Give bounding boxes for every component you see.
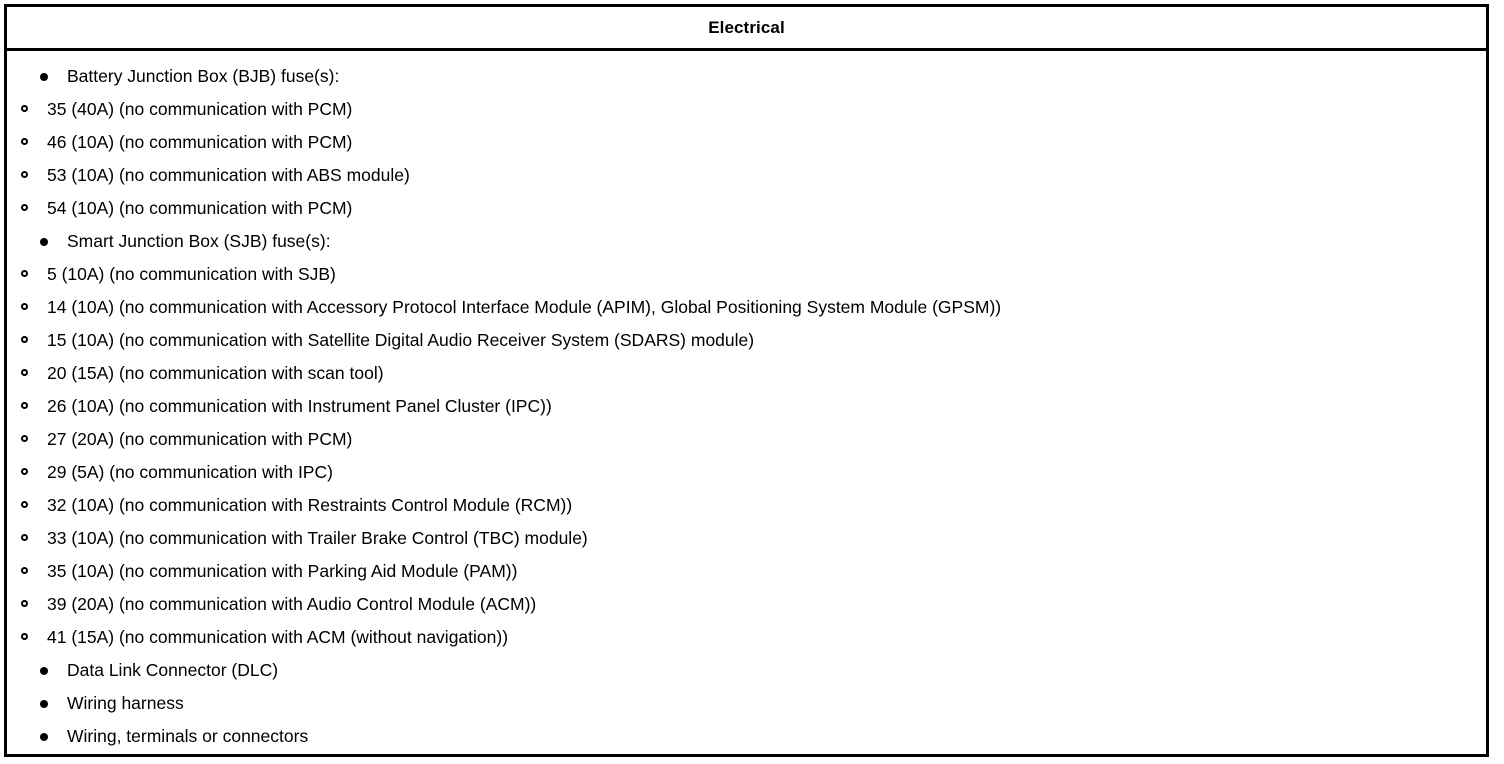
fuse-list-item: 33 (10A) (no communication with Trailer … bbox=[7, 522, 1486, 555]
list-item-label: Smart Junction Box (SJB) fuse(s): bbox=[67, 231, 331, 251]
fuse-sublist: 35 (40A) (no communication with PCM) 46 (… bbox=[7, 93, 1486, 225]
table-body: Battery Junction Box (BJB) fuse(s): 35 (4… bbox=[7, 51, 1486, 753]
list-item-label: Wiring harness bbox=[67, 693, 184, 713]
fuse-list-item: 46 (10A) (no communication with PCM) bbox=[7, 126, 1486, 159]
hollow-circle-bullet-icon bbox=[21, 501, 28, 508]
fuse-list-item-label: 32 (10A) (no communication with Restrain… bbox=[47, 495, 573, 515]
list-item-label: Battery Junction Box (BJB) fuse(s): bbox=[67, 66, 340, 86]
table-header-row: Electrical bbox=[7, 7, 1486, 51]
page-title: Electrical bbox=[708, 18, 785, 37]
fuse-list-item: 26 (10A) (no communication with Instrume… bbox=[7, 390, 1486, 423]
hollow-circle-bullet-icon bbox=[21, 567, 28, 574]
sublist-container: 5 (10A) (no communication with SJB) 14 (1… bbox=[7, 258, 1486, 654]
list-item: Wiring, terminals or connectors bbox=[7, 720, 1486, 753]
fuse-list-item-label: 54 (10A) (no communication with PCM) bbox=[47, 198, 353, 218]
hollow-circle-bullet-icon bbox=[21, 336, 28, 343]
filled-disc-bullet-icon bbox=[40, 700, 48, 708]
hollow-circle-bullet-icon bbox=[21, 303, 28, 310]
hollow-circle-bullet-icon bbox=[21, 534, 28, 541]
hollow-circle-bullet-icon bbox=[21, 105, 28, 112]
fuse-list-item-label: 35 (10A) (no communication with Parking … bbox=[47, 561, 518, 581]
fuse-list-item-label: 20 (15A) (no communication with scan too… bbox=[47, 363, 384, 383]
filled-disc-bullet-icon bbox=[40, 238, 48, 246]
fuse-list-item: 15 (10A) (no communication with Satellit… bbox=[7, 324, 1486, 357]
fuse-list-item: 54 (10A) (no communication with PCM) bbox=[7, 192, 1486, 225]
fuse-list-item-label: 46 (10A) (no communication with PCM) bbox=[47, 132, 353, 152]
list-item: Battery Junction Box (BJB) fuse(s): bbox=[7, 60, 1486, 93]
filled-disc-bullet-icon bbox=[40, 73, 48, 81]
list-item-label: Data Link Connector (DLC) bbox=[67, 660, 279, 680]
hollow-circle-bullet-icon bbox=[21, 369, 28, 376]
fuse-list-item: 32 (10A) (no communication with Restrain… bbox=[7, 489, 1486, 522]
electrical-table: Electrical Battery Junction Box (BJB) fu… bbox=[4, 4, 1489, 757]
hollow-circle-bullet-icon bbox=[21, 171, 28, 178]
fuse-list-item-label: 29 (5A) (no communication with IPC) bbox=[47, 462, 333, 482]
hollow-circle-bullet-icon bbox=[21, 402, 28, 409]
fuse-list-item: 35 (10A) (no communication with Parking … bbox=[7, 555, 1486, 588]
sublist-container: 35 (40A) (no communication with PCM) 46 (… bbox=[7, 93, 1486, 225]
fuse-list-item-label: 33 (10A) (no communication with Trailer … bbox=[47, 528, 588, 548]
hollow-circle-bullet-icon bbox=[21, 204, 28, 211]
fuse-list-item-label: 14 (10A) (no communication with Accessor… bbox=[47, 297, 1002, 317]
hollow-circle-bullet-icon bbox=[21, 600, 28, 607]
fuse-list-item-label: 41 (15A) (no communication with ACM (wit… bbox=[47, 627, 509, 647]
fuse-list-item: 53 (10A) (no communication with ABS modu… bbox=[7, 159, 1486, 192]
fuse-list-item: 35 (40A) (no communication with PCM) bbox=[7, 93, 1486, 126]
list-item: Data Link Connector (DLC) bbox=[7, 654, 1486, 687]
list-item: Wiring harness bbox=[7, 687, 1486, 720]
hollow-circle-bullet-icon bbox=[21, 435, 28, 442]
fuse-list-item: 39 (20A) (no communication with Audio Co… bbox=[7, 588, 1486, 621]
fuse-list-item-label: 39 (20A) (no communication with Audio Co… bbox=[47, 594, 537, 614]
fuse-list-item: 41 (15A) (no communication with ACM (wit… bbox=[7, 621, 1486, 654]
electrical-cause-list: Battery Junction Box (BJB) fuse(s): 35 (4… bbox=[7, 60, 1486, 753]
fuse-list-item-label: 27 (20A) (no communication with PCM) bbox=[47, 429, 353, 449]
hollow-circle-bullet-icon bbox=[21, 138, 28, 145]
fuse-list-item: 27 (20A) (no communication with PCM) bbox=[7, 423, 1486, 456]
fuse-list-item: 29 (5A) (no communication with IPC) bbox=[7, 456, 1486, 489]
fuse-list-item-label: 53 (10A) (no communication with ABS modu… bbox=[47, 165, 410, 185]
fuse-list-item: 5 (10A) (no communication with SJB) bbox=[7, 258, 1486, 291]
hollow-circle-bullet-icon bbox=[21, 270, 28, 277]
fuse-list-item-label: 15 (10A) (no communication with Satellit… bbox=[47, 330, 755, 350]
fuse-sublist: 5 (10A) (no communication with SJB) 14 (1… bbox=[7, 258, 1486, 654]
list-item: Smart Junction Box (SJB) fuse(s): bbox=[7, 225, 1486, 258]
fuse-list-item: 20 (15A) (no communication with scan too… bbox=[7, 357, 1486, 390]
fuse-list-item-label: 5 (10A) (no communication with SJB) bbox=[47, 264, 336, 284]
fuse-list-item: 14 (10A) (no communication with Accessor… bbox=[7, 291, 1486, 324]
fuse-list-item-label: 26 (10A) (no communication with Instrume… bbox=[47, 396, 552, 416]
filled-disc-bullet-icon bbox=[40, 733, 48, 741]
list-item-label: Wiring, terminals or connectors bbox=[67, 726, 309, 746]
hollow-circle-bullet-icon bbox=[21, 468, 28, 475]
filled-disc-bullet-icon bbox=[40, 667, 48, 675]
fuse-list-item-label: 35 (40A) (no communication with PCM) bbox=[47, 99, 353, 119]
hollow-circle-bullet-icon bbox=[21, 633, 28, 640]
